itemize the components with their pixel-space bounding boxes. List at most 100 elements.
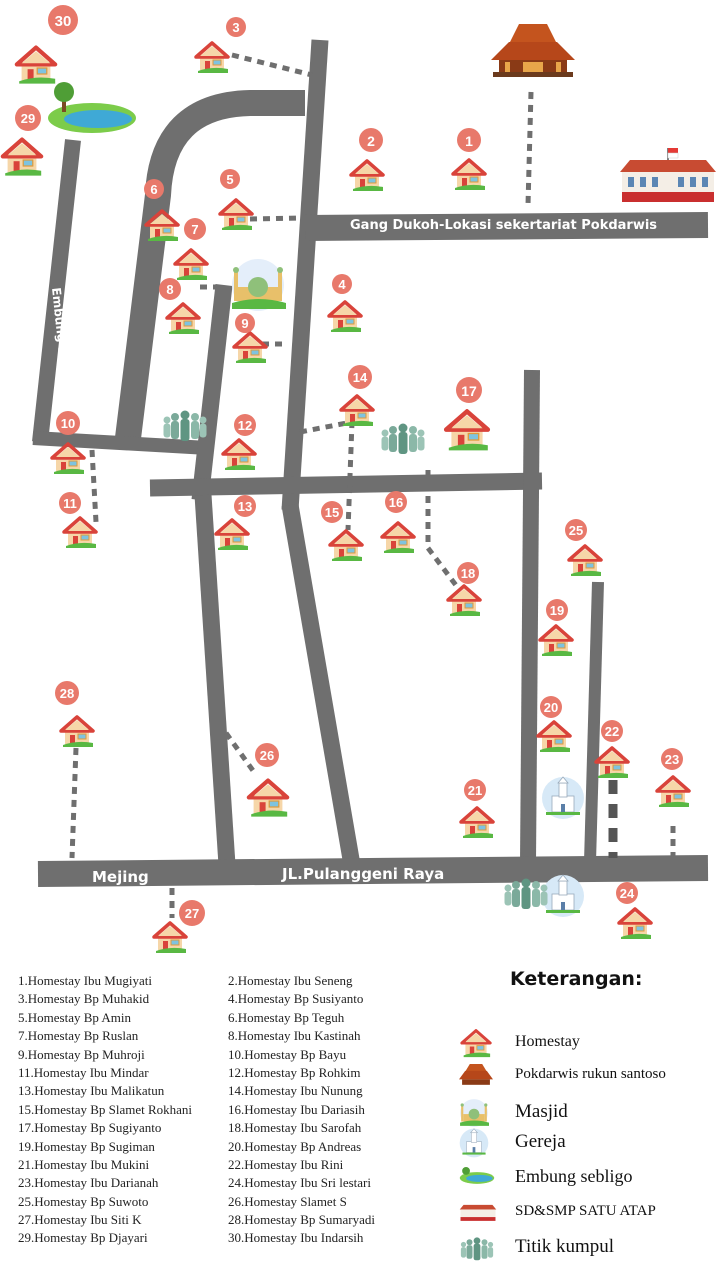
homestay-list-entry: 22.Homestay Ibu Rini bbox=[228, 1156, 344, 1172]
svg-text:20: 20 bbox=[544, 700, 558, 715]
homestay-list-entry: 5.Homestay Bp Amin bbox=[18, 1009, 132, 1025]
svg-text:7: 7 bbox=[191, 222, 198, 237]
legend-item-masjid: Masjid bbox=[455, 1098, 720, 1128]
mosque-icon bbox=[232, 259, 286, 311]
homestay-22: 22 bbox=[594, 720, 630, 780]
homestay-list-entry: 23.Homestay Ibu Darianah bbox=[18, 1175, 159, 1191]
homestay-list-entry: 18.Homestay Ibu Sarofah bbox=[228, 1120, 362, 1136]
homestay-7: 7 bbox=[173, 218, 209, 282]
svg-text:18: 18 bbox=[461, 566, 475, 581]
homestay-1: 1 bbox=[451, 128, 487, 192]
homestay-list-row: 9.Homestay Bp Muhroji 10.Homestay Bp Bayu bbox=[18, 1046, 438, 1064]
svg-text:1: 1 bbox=[465, 133, 473, 149]
mosque-icon bbox=[460, 1099, 489, 1127]
homestay-list-entry: 27.Homestay Ibu Siti K bbox=[18, 1212, 142, 1228]
homestay-list-entry: 3.Homestay Bp Muhakid bbox=[18, 991, 150, 1007]
svg-text:4: 4 bbox=[338, 277, 346, 292]
people-icon bbox=[460, 1237, 494, 1261]
homestay-30: 30 bbox=[17, 5, 78, 84]
svg-text:27: 27 bbox=[185, 906, 199, 921]
homestay-list-row: 17.Homestay Bp Sugiyanto 18.Homestay Ibu … bbox=[18, 1119, 438, 1137]
homestay-21: 21 bbox=[459, 779, 495, 840]
homestay-23: 23 bbox=[655, 748, 691, 809]
homestay-list-entry: 30.Homestay Ibu Indarsih bbox=[228, 1230, 364, 1246]
legend-item-gereja: Gereja bbox=[455, 1128, 720, 1158]
svg-text:25: 25 bbox=[569, 523, 583, 538]
homestay-11: 11 bbox=[59, 492, 98, 550]
homestay-3: 3 bbox=[194, 17, 246, 75]
svg-text:21: 21 bbox=[468, 783, 482, 798]
homestay-2: 2 bbox=[349, 128, 385, 193]
homestay-list-row: 15.Homestay Bp Slamet Rokhani 16.Homestay… bbox=[18, 1101, 438, 1119]
village-map: Gang Dukoh-Lokasi sekertariat Pokdarwis … bbox=[0, 5, 716, 955]
homestay-17: 17 bbox=[446, 377, 488, 450]
homestay-list-entry: 16.Homestay Ibu Dariasih bbox=[228, 1101, 365, 1117]
homestay-list-entry: 1.Homestay Ibu Mugiyati bbox=[18, 973, 152, 988]
homestay-list-row: 7.Homestay Bp Ruslan 8.Homestay Ibu Kasti… bbox=[18, 1027, 438, 1045]
homestay-list-entry: 28.Homestay Bp Sumaryadi bbox=[228, 1212, 375, 1228]
homestay-27: 27 bbox=[152, 900, 205, 955]
svg-text:13: 13 bbox=[238, 499, 252, 514]
homestay-list-entry: 9.Homestay Bp Muhroji bbox=[18, 1046, 145, 1062]
homestay-6: 6 bbox=[144, 179, 180, 243]
assembly-point-icon bbox=[381, 423, 425, 454]
homestay-list-entry: 20.Homestay Bp Andreas bbox=[228, 1138, 362, 1154]
homestay-list-entry: 24.Homestay Ibu Sri lestari bbox=[228, 1175, 371, 1191]
homestay-list-entry: 29.Homestay Bp Djayari bbox=[18, 1230, 148, 1246]
school-icon bbox=[459, 1204, 497, 1221]
svg-text:19: 19 bbox=[550, 603, 564, 618]
legend-item-school: SD&SMP SATU ATAP bbox=[455, 1198, 720, 1228]
homestay-28: 28 bbox=[55, 681, 95, 749]
homestay-14: 14 bbox=[339, 365, 375, 428]
homestay-20: 20 bbox=[536, 696, 572, 754]
svg-text:8: 8 bbox=[166, 282, 173, 297]
svg-text:30: 30 bbox=[55, 13, 72, 30]
svg-text:12: 12 bbox=[238, 418, 252, 433]
pond-icon bbox=[459, 1167, 495, 1184]
homestay-9: 9 bbox=[232, 313, 268, 365]
homestay-13: 13 bbox=[214, 495, 256, 552]
homestay-12: 12 bbox=[221, 414, 257, 472]
homestay-list-row: 29.Homestay Bp Djayari 30.Homestay Ibu In… bbox=[18, 1229, 438, 1247]
svg-text:14: 14 bbox=[353, 370, 368, 385]
homestay-list-entry: 8.Homestay Ibu Kastinah bbox=[228, 1028, 361, 1044]
svg-text:9: 9 bbox=[241, 316, 248, 331]
homestay-26: 26 bbox=[249, 743, 287, 817]
pokdarwis-joglo bbox=[491, 24, 575, 77]
svg-text:26: 26 bbox=[260, 748, 274, 763]
homestay-list-row: 27.Homestay Ibu Siti K 28.Homestay Bp Sum… bbox=[18, 1211, 438, 1229]
homestay-list-entry: 7.Homestay Bp Ruslan bbox=[18, 1028, 139, 1044]
homestay-24: 24 bbox=[616, 882, 653, 941]
svg-text:15: 15 bbox=[325, 505, 339, 520]
homestay-list-entry: 25.Homestay Bp Suwoto bbox=[18, 1193, 149, 1209]
legend-item-embung: Embung sebligo bbox=[455, 1163, 720, 1193]
embung-pond bbox=[48, 82, 136, 133]
homestay-16: 16 bbox=[380, 491, 416, 555]
house-icon bbox=[460, 1029, 492, 1058]
svg-text:3: 3 bbox=[232, 20, 239, 35]
homestay-list-entry: 10.Homestay Bp Bayu bbox=[228, 1046, 347, 1062]
homestay-15: 15 bbox=[321, 501, 364, 563]
homestay-list-row: 25.Homestay Bp Suwoto 26.Homestay Slamet … bbox=[18, 1193, 438, 1211]
svg-text:29: 29 bbox=[21, 111, 35, 126]
legend-title: Keterangan: bbox=[510, 968, 643, 990]
homestay-list-entry: 15.Homestay Bp Slamet Rokhani bbox=[18, 1101, 193, 1117]
svg-text:11: 11 bbox=[63, 496, 77, 511]
svg-text:16: 16 bbox=[389, 495, 403, 510]
church-icon bbox=[541, 874, 585, 918]
homestay-list-entry: 26.Homestay Slamet S bbox=[228, 1193, 347, 1209]
svg-text:5: 5 bbox=[226, 172, 233, 187]
homestay-list-entry: 17.Homestay Bp Sugiyanto bbox=[18, 1120, 162, 1136]
homestay-18: 18 bbox=[446, 562, 482, 618]
homestay-list-entry: 14.Homestay Ibu Nunung bbox=[228, 1083, 363, 1099]
homestay-19: 19 bbox=[538, 599, 574, 658]
svg-text:2: 2 bbox=[367, 133, 375, 149]
svg-text:6: 6 bbox=[150, 182, 157, 197]
homestay-list-row: 23.Homestay Ibu Darianah 24.Homestay Ibu … bbox=[18, 1174, 438, 1192]
homestay-4: 4 bbox=[327, 274, 363, 334]
